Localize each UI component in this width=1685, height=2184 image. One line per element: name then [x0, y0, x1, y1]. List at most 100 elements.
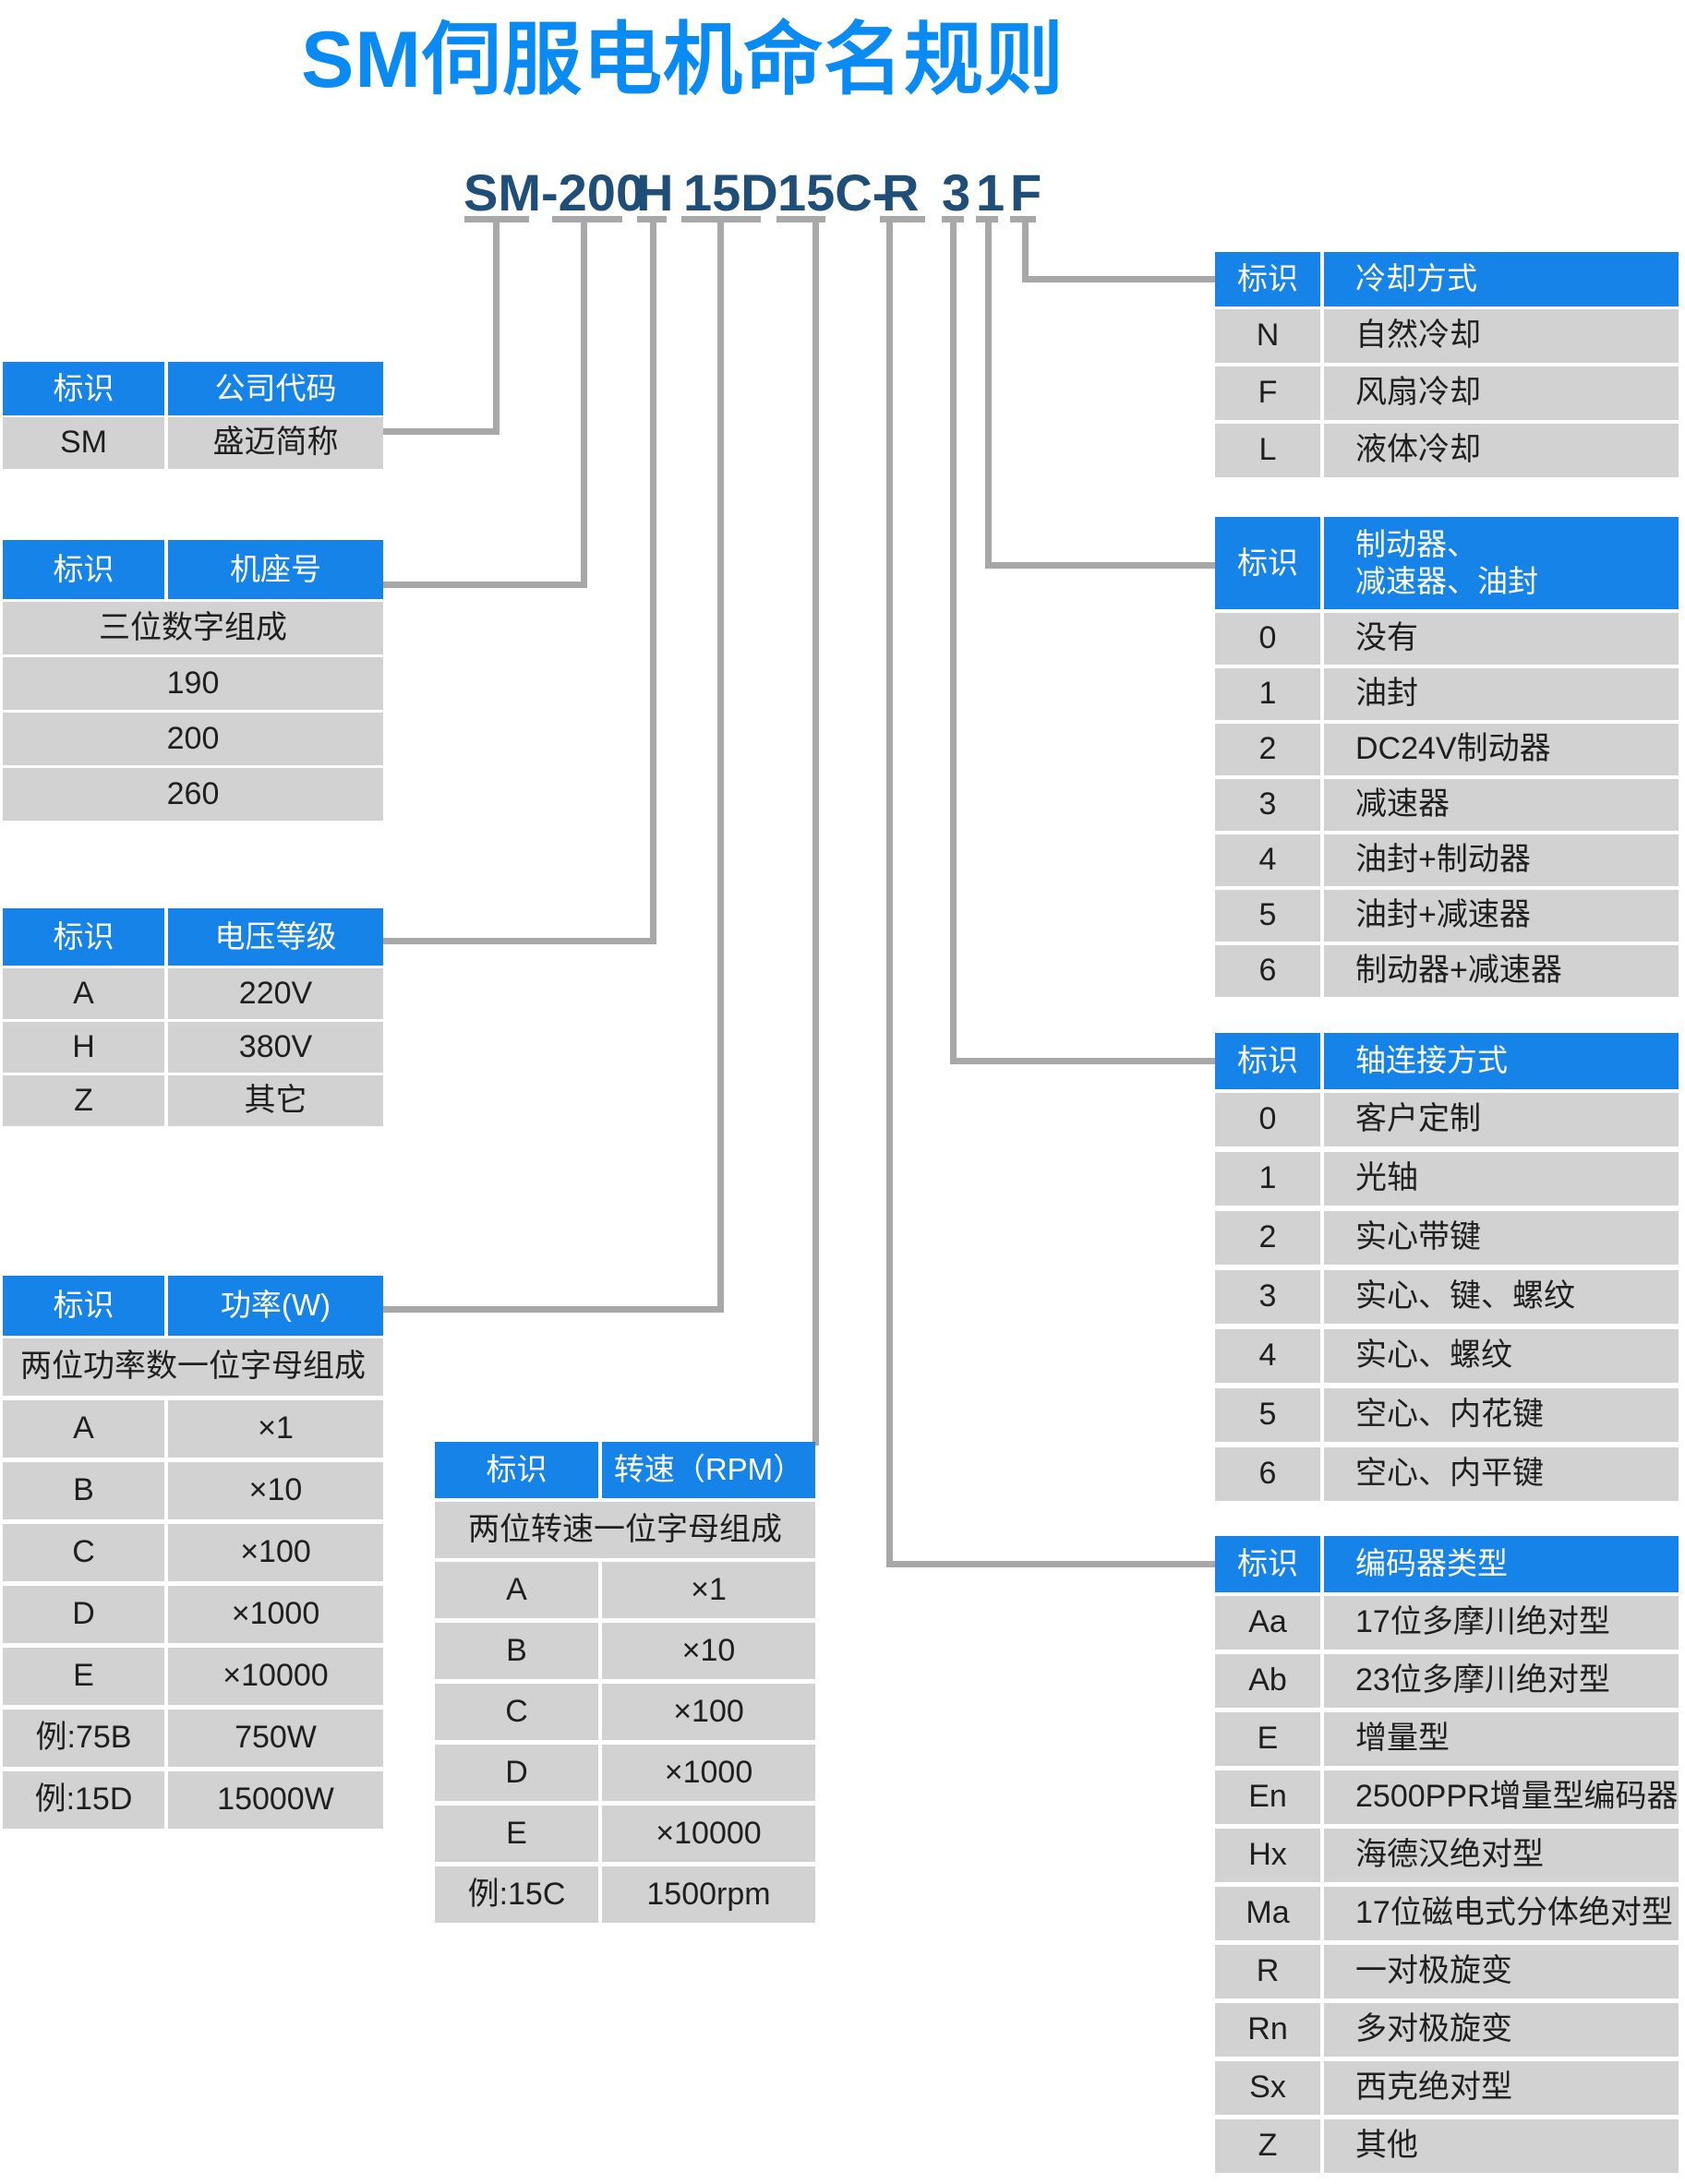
desc-cell: ×1000: [602, 1745, 815, 1801]
desc-cell: 自然冷却: [1324, 309, 1679, 363]
desc-cell: 17位多摩川绝对型: [1324, 1596, 1679, 1650]
code-cell: Rn: [1215, 2003, 1320, 2057]
header-cell-title: 公司代码: [168, 362, 383, 415]
connector-line: [717, 221, 724, 1313]
header-cell-title: 功率(W): [168, 1276, 383, 1336]
code-cell: N: [1215, 309, 1320, 363]
header-cell-label: 标识: [1215, 517, 1320, 609]
desc-cell: 空心、内花键: [1324, 1388, 1679, 1442]
merged-cell: 两位转速一位字母组成: [435, 1502, 815, 1558]
code-cell: 5: [1215, 1388, 1320, 1442]
page-title: SM伺服电机命名规则: [301, 16, 1065, 104]
header-cell-label: 标识: [1215, 1536, 1320, 1592]
header-cell-title: 冷却方式: [1324, 252, 1679, 306]
merged-cell: 200: [3, 713, 383, 765]
desc-cell: 空心、内平键: [1324, 1447, 1679, 1501]
code-cell: B: [435, 1623, 598, 1679]
model-segment-r: R: [882, 163, 920, 222]
desc-cell: 2500PPR增量型编码器: [1324, 1770, 1679, 1824]
table-header-row: 标识制动器、 减速器、油封: [1215, 517, 1679, 609]
desc-cell: 盛迈简称: [168, 417, 383, 469]
header-cell-label: 标识: [3, 1276, 164, 1336]
code-cell: 2: [1215, 1211, 1320, 1265]
desc-cell: 海德汉绝对型: [1324, 1829, 1679, 1882]
desc-cell: 油封: [1324, 668, 1679, 720]
header-cell-label: 标识: [3, 362, 164, 415]
code-cell: E: [3, 1648, 164, 1705]
desc-cell: 油封+制动器: [1324, 834, 1679, 886]
connector-line: [383, 582, 587, 588]
code-cell: C: [435, 1684, 598, 1740]
code-cell: E: [435, 1806, 598, 1862]
code-cell: H: [3, 1022, 164, 1073]
code-cell: 例:75B: [3, 1710, 164, 1767]
header-cell-title: 制动器、 减速器、油封: [1324, 517, 1679, 609]
code-cell: C: [3, 1524, 164, 1581]
desc-cell: ×1: [602, 1562, 815, 1618]
desc-cell: 其它: [168, 1075, 383, 1126]
header-cell-label: 标识: [1215, 1033, 1320, 1089]
model-segment-1: 1: [976, 163, 1005, 222]
connector-line: [1022, 221, 1029, 282]
table-header-row: 标识转速（RPM）: [435, 1442, 815, 1498]
desc-cell: 17位磁电式分体绝对型: [1324, 1887, 1679, 1940]
desc-cell: ×10: [602, 1623, 815, 1679]
desc-cell: 750W: [168, 1710, 383, 1767]
code-cell: B: [3, 1462, 164, 1519]
model-segment-sm-200: SM-200: [463, 163, 645, 222]
model-segment-h: H: [636, 163, 674, 222]
code-cell: 3: [1215, 779, 1320, 831]
desc-cell: ×100: [168, 1524, 383, 1581]
table-row: 三位数字组成: [3, 602, 383, 654]
desc-cell: ×100: [602, 1684, 815, 1740]
desc-cell: 220V: [168, 968, 383, 1019]
code-cell: Ab: [1215, 1654, 1320, 1708]
table-row: 200: [3, 713, 383, 765]
connector-line: [581, 221, 587, 588]
code-cell: 4: [1215, 834, 1320, 886]
code-cell: 例:15C: [435, 1866, 598, 1923]
desc-cell: 实心、键、螺纹: [1324, 1270, 1679, 1324]
code-cell: L: [1215, 424, 1320, 477]
header-cell-label: 标识: [435, 1442, 598, 1498]
header-cell-title: 轴连接方式: [1324, 1033, 1679, 1089]
connector-line: [493, 221, 499, 435]
code-cell: En: [1215, 1770, 1320, 1824]
connector-line: [383, 428, 499, 435]
code-cell: 0: [1215, 1093, 1320, 1146]
code-cell: 6: [1215, 1447, 1320, 1501]
connector-line: [650, 221, 656, 944]
table-row: 190: [3, 657, 383, 710]
merged-cell: 两位功率数一位字母组成: [3, 1338, 383, 1396]
desc-cell: 油封+减速器: [1324, 890, 1679, 942]
segment-underline: [464, 216, 529, 222]
connector-line: [812, 221, 819, 1446]
code-cell: F: [1215, 366, 1320, 420]
header-cell-label: 标识: [3, 540, 164, 599]
table-row: 260: [3, 768, 383, 821]
code-cell: D: [3, 1586, 164, 1643]
code-cell: 0: [1215, 613, 1320, 665]
connector-line: [383, 938, 656, 944]
